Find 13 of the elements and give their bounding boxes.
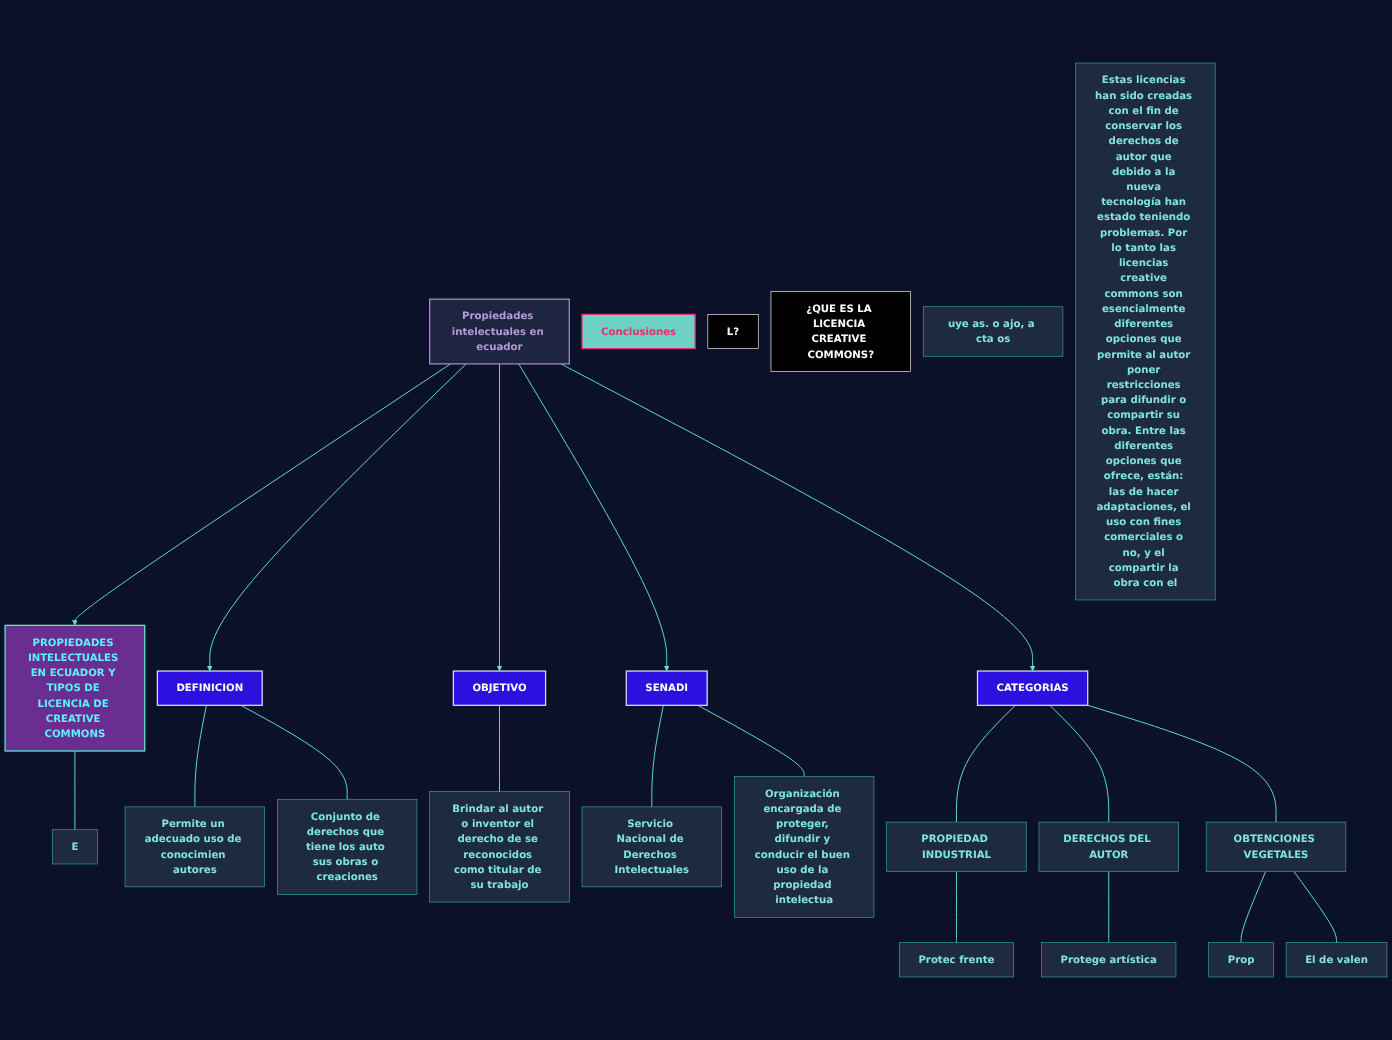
connector (74, 750, 76, 831)
connector (1108, 871, 1110, 944)
connector (194, 704, 207, 808)
connector (1293, 871, 1337, 944)
connector (1049, 704, 1110, 823)
connector (499, 704, 500, 793)
connector (1240, 871, 1267, 944)
connector (240, 704, 348, 800)
connector (955, 871, 957, 944)
connector (651, 704, 664, 808)
connector (1087, 704, 1277, 823)
connector (697, 704, 805, 777)
connector (955, 704, 1016, 823)
